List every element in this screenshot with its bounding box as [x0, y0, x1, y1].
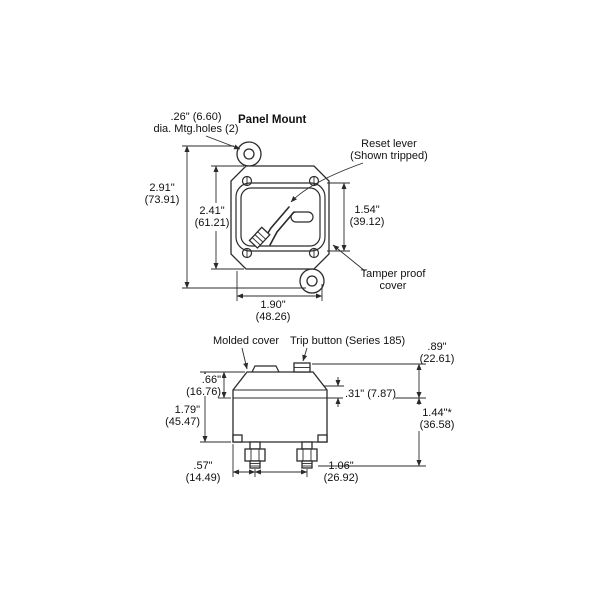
terminal-stud-left [244, 441, 266, 469]
mounting-hole-bottom [306, 275, 318, 287]
foot-left [232, 434, 243, 443]
panel-mount-view [230, 141, 330, 294]
dim-stud-spacing-in: 1.06" [328, 460, 353, 472]
dim-stud-offset-in: .57" [193, 460, 212, 472]
dim-step: .31" (7.87) [345, 388, 396, 400]
reset-lever-label-line1: Reset lever [361, 138, 417, 150]
dim-overall-height-mm: (73.91) [145, 194, 180, 206]
dim-overall-height-in: 2.91" [149, 182, 174, 194]
corner-screws [241, 175, 320, 259]
side-view [232, 362, 328, 469]
mtg-holes-label-line1: .26" (6.60) [171, 111, 222, 123]
dim-cover-height-in: 1.54" [354, 204, 379, 216]
tamper-cover-inner [240, 187, 321, 247]
dim-cover-height-mm: (39.12) [350, 216, 385, 228]
dim-button-height-in: .89" [427, 341, 446, 353]
dim-overall-height-side-in: 1.79" [175, 404, 200, 416]
mtg-holes-label-line2: dia. Mtg.holes (2) [154, 123, 239, 135]
dim-body-height-side-mm: (36.58) [420, 419, 455, 431]
dim-body-height-mm: (61.21) [195, 217, 230, 229]
terminal-stud-right [296, 441, 318, 469]
trip-button-label: Trip button (Series 185) [290, 335, 405, 347]
lever-slot [290, 211, 314, 223]
molded-cover-label: Molded cover [213, 335, 279, 347]
dim-stud-offset-mm: (14.49) [186, 472, 221, 484]
tamper-proof-label-line1: Tamper proof [361, 268, 427, 280]
dim-stud-spacing-mm: (26.92) [324, 472, 359, 484]
dim-width-mm: (48.26) [256, 311, 291, 323]
dim-body-height-in: 2.41" [199, 205, 224, 217]
dim-button-height-mm: (22.61) [420, 353, 455, 365]
tamper-proof-label-line2: cover [380, 280, 407, 292]
reset-lever-label-line2: (Shown tripped) [350, 150, 428, 162]
reset-lever [248, 206, 314, 249]
breaker-body [232, 371, 328, 443]
dim-cover-height-mm: (16.76) [186, 386, 221, 398]
top-view-dimensions [182, 135, 366, 301]
panel-mount-title: Panel Mount [238, 114, 307, 126]
cover-ridge [251, 365, 280, 373]
tamper-cover-outline [235, 182, 326, 252]
dim-cover-height-in: .66" [202, 374, 221, 386]
dim-body-height-side-in: 1.44"* [422, 407, 452, 419]
mounting-hole-top [243, 148, 255, 160]
dim-width-in: 1.90" [260, 299, 285, 311]
foot-right [317, 434, 328, 443]
side-view-dimensions [200, 347, 426, 477]
dim-overall-height-side-mm: (45.47) [165, 416, 200, 428]
